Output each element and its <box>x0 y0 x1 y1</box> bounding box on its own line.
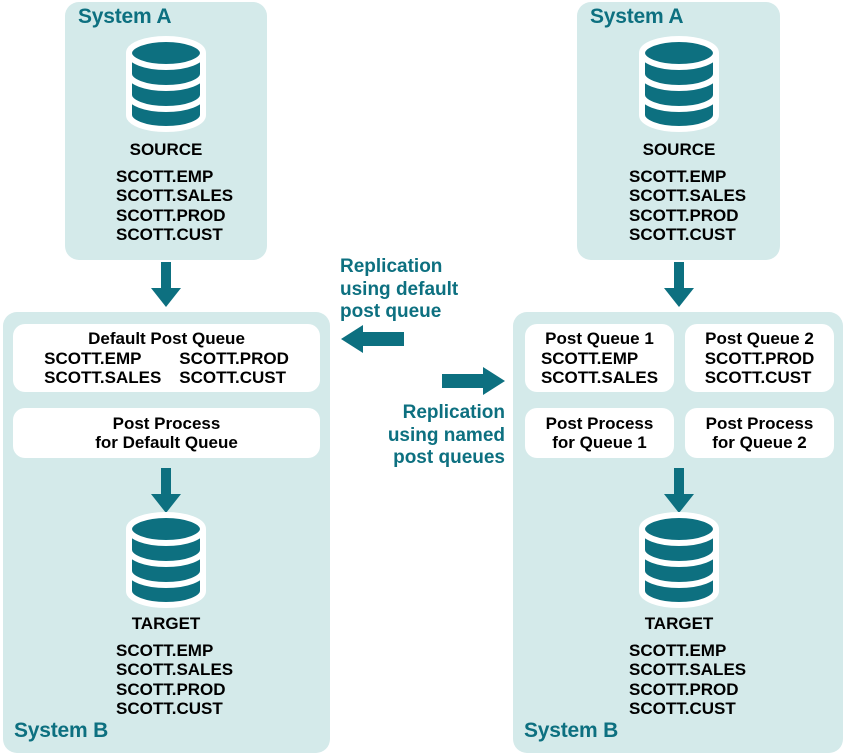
queue-title: Post Queue 2 <box>705 328 814 348</box>
arrow-down-icon <box>150 468 182 514</box>
queue-entry: SCOTT.CUST <box>179 368 287 387</box>
post-queue-2-box: Post Queue 2 SCOTT.PROD SCOTT.CUST <box>685 324 834 392</box>
table-name: SCOTT.SALES <box>629 186 747 206</box>
queue-entries: SCOTT.EMP SCOTT.SALES <box>541 349 658 388</box>
left-system-b-label: System B <box>14 719 109 742</box>
queue-entry: SCOTT.SALES <box>540 368 659 387</box>
arrow-down-icon <box>150 262 182 308</box>
table-name: SCOTT.CUST <box>116 698 223 718</box>
post-process-1-box: Post Process for Queue 1 <box>525 408 674 458</box>
process-line-2: for Default Queue <box>95 433 238 452</box>
replication-default-caption: Replication using default post queue <box>340 256 458 324</box>
table-name: SCOTT.PROD <box>629 679 739 699</box>
left-source-caption: SOURCE <box>129 140 203 159</box>
table-name: SCOTT.PROD <box>629 205 739 225</box>
replication-named-caption: Replication using named post queues <box>305 402 505 470</box>
right-system-b-label: System B <box>524 719 619 742</box>
process-line-2: for Queue 2 <box>712 433 807 452</box>
queue-entry: SCOTT.CUST <box>704 368 812 387</box>
arrow-down-icon <box>663 262 695 308</box>
table-name: SCOTT.SALES <box>116 186 234 206</box>
arrow-left-icon <box>341 324 405 354</box>
left-target-table-list: SCOTT.EMP SCOTT.SALES SCOTT.PROD SCOTT.C… <box>116 641 233 718</box>
caption-line-1: Replication <box>340 256 443 277</box>
database-cylinder-icon <box>637 512 721 608</box>
database-cylinder-icon <box>637 36 721 132</box>
queue-entries: SCOTT.EMP SCOTT.PROD SCOTT.SALES SCOTT.C… <box>44 349 289 388</box>
right-system-a-label: System A <box>590 5 684 28</box>
caption-line-1: Replication <box>402 402 505 423</box>
table-name: SCOTT.CUST <box>629 698 736 718</box>
right-target-table-list: SCOTT.EMP SCOTT.SALES SCOTT.PROD SCOTT.C… <box>629 641 746 718</box>
left-source-table-list: SCOTT.EMP SCOTT.SALES SCOTT.PROD SCOTT.C… <box>116 167 233 244</box>
caption-line-3: post queues <box>393 447 505 468</box>
process-line-1: Post Process <box>705 413 814 433</box>
table-name: SCOTT.CUST <box>629 224 736 244</box>
process-line-2: for Queue 1 <box>552 433 647 452</box>
table-name: SCOTT.SALES <box>116 660 234 680</box>
right-source-caption: SOURCE <box>642 140 716 159</box>
queue-entry: SCOTT.PROD <box>704 348 815 368</box>
caption-line-3: post queue <box>340 301 442 322</box>
caption-line-2: using default <box>340 278 459 300</box>
queue-entries: SCOTT.PROD SCOTT.CUST <box>705 349 815 388</box>
right-target-caption: TARGET <box>644 614 714 633</box>
process-line-1: Post Process <box>112 413 221 433</box>
right-source-table-list: SCOTT.EMP SCOTT.SALES SCOTT.PROD SCOTT.C… <box>629 167 746 244</box>
post-process-2-box: Post Process for Queue 2 <box>685 408 834 458</box>
default-post-queue-box: Default Post Queue SCOTT.EMP SCOTT.PROD … <box>13 324 320 392</box>
arrow-right-icon <box>441 366 505 396</box>
table-name: SCOTT.CUST <box>116 224 223 244</box>
table-name: SCOTT.EMP <box>116 641 214 660</box>
table-name: SCOTT.PROD <box>116 679 226 699</box>
table-name: SCOTT.EMP <box>116 167 214 186</box>
database-cylinder-icon <box>124 512 208 608</box>
left-system-a-label: System A <box>78 5 172 28</box>
process-line-1: Post Process <box>545 413 654 433</box>
queue-entry: SCOTT.PROD <box>179 348 289 368</box>
arrow-down-icon <box>663 468 695 514</box>
left-target-caption: TARGET <box>131 614 201 633</box>
default-post-process-box: Post Process for Default Queue <box>13 408 320 458</box>
table-name: SCOTT.PROD <box>116 205 226 225</box>
post-queue-1-box: Post Queue 1 SCOTT.EMP SCOTT.SALES <box>525 324 674 392</box>
caption-line-2: using named <box>387 424 505 446</box>
database-cylinder-icon <box>124 36 208 132</box>
queue-entry: SCOTT.EMP <box>540 348 639 368</box>
queue-entry: SCOTT.EMP <box>44 348 142 368</box>
queue-entry: SCOTT.SALES <box>44 368 162 387</box>
queue-title: Post Queue 1 <box>545 328 654 348</box>
table-name: SCOTT.EMP <box>629 167 727 186</box>
table-name: SCOTT.SALES <box>629 660 747 680</box>
queue-title: Default Post Queue <box>88 328 245 348</box>
table-name: SCOTT.EMP <box>629 641 727 660</box>
